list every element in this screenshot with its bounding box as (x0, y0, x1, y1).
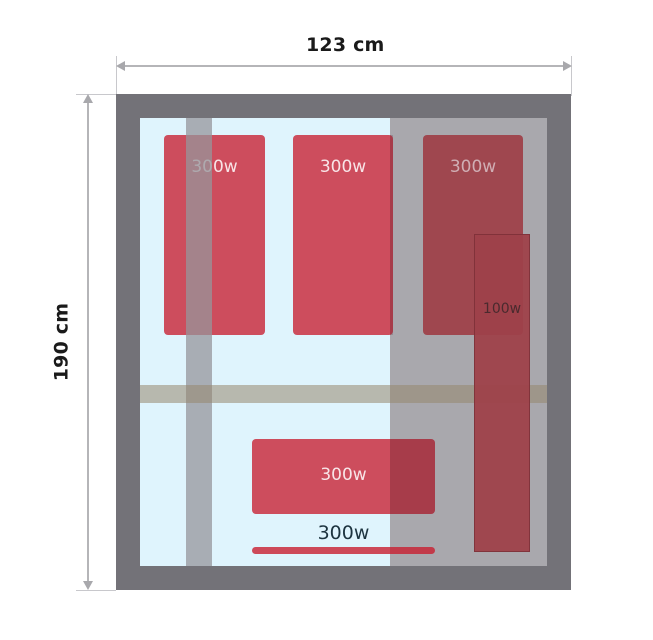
horizontal-bench-bar (140, 385, 547, 403)
heater-panel-bottom[interactable]: 300w (252, 439, 435, 514)
height-dimension-tick-bottom (76, 590, 116, 591)
heater-panel-top-left[interactable]: 300w (164, 135, 265, 335)
height-dimension-label: 190 cm (50, 302, 73, 382)
height-dimension-line (87, 98, 89, 586)
width-dimension-tick-right (571, 56, 572, 96)
width-dimension-line (120, 65, 567, 67)
bench-zone-overlay (390, 439, 435, 514)
vertical-support-bar (186, 118, 212, 566)
heater-panel-label: 300w (449, 157, 497, 177)
heater-panel-label: 300w (319, 157, 367, 177)
heater-panel-label: 300w (191, 157, 238, 177)
arrow-left-icon (116, 61, 125, 71)
heater-strip-label: 100w (482, 301, 522, 317)
arrow-right-icon (563, 61, 572, 71)
height-dimension-tick-top (76, 94, 116, 95)
heater-panel-top-center[interactable]: 300w (293, 135, 393, 335)
width-dimension-tick-left (116, 56, 117, 96)
floor-heater-bar[interactable] (252, 547, 435, 554)
heater-strip-right[interactable]: 100w (474, 234, 530, 552)
bench-zone-overlay (390, 135, 393, 335)
arrow-down-icon (83, 581, 93, 590)
arrow-up-icon (83, 94, 93, 103)
width-dimension-label: 123 cm (306, 34, 385, 56)
heater-panel-label: 300w (320, 465, 367, 485)
floor-heater-label: 300w (317, 522, 370, 544)
